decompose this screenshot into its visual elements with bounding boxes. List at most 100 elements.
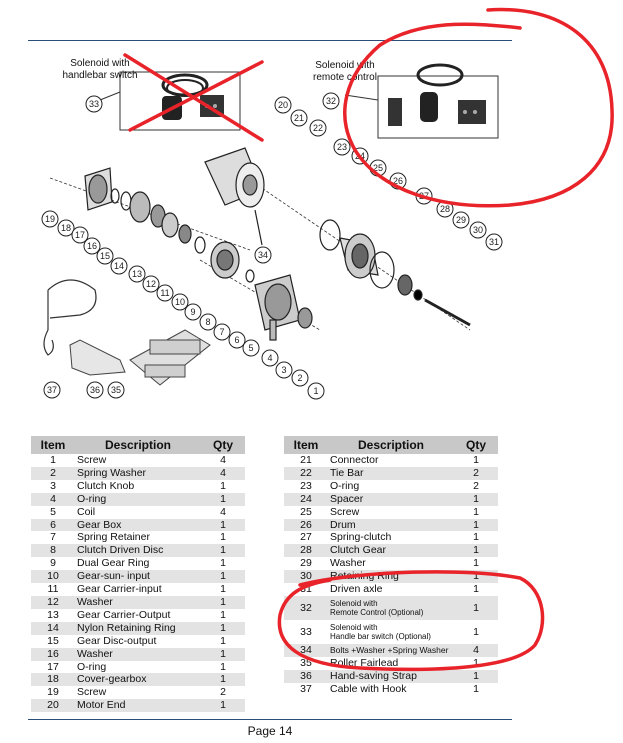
cell-item: 17: [47, 660, 59, 673]
svg-text:34: 34: [258, 250, 268, 260]
cell-qty: 1: [201, 570, 245, 584]
cell-qty: 4: [220, 454, 226, 466]
cell-description: Motor End: [75, 699, 201, 713]
svg-text:22: 22: [313, 123, 323, 133]
hand-saving-strap: [69, 339, 126, 376]
cell-qty: 1: [220, 608, 226, 621]
cell-description: Dual Gear Ring: [77, 557, 150, 570]
gearbox-end-parts: [84, 167, 255, 283]
cell-item: 37: [300, 682, 312, 695]
header-description: Description: [328, 436, 454, 454]
callout-label-handlebar-text: Solenoid with handlebar switch: [62, 58, 138, 81]
part-number-8: 8: [199, 313, 217, 331]
part-number-30: 30: [469, 221, 487, 239]
bottom-rule: [28, 719, 512, 720]
cell-qty: 1: [201, 647, 245, 661]
header-item: Item: [284, 436, 328, 454]
cell-item: 24: [284, 492, 328, 506]
cell-qty: 1: [220, 583, 226, 596]
cell-item: 28: [284, 544, 328, 558]
cell-item: 6: [31, 518, 75, 532]
svg-text:5: 5: [248, 343, 253, 353]
cell-item: 27: [300, 531, 312, 544]
cell-qty: 2: [454, 466, 498, 480]
svg-text:14: 14: [114, 261, 124, 271]
cell-qty: 1: [473, 531, 479, 544]
svg-text:32: 32: [326, 96, 336, 106]
cell-description: Spring Retainer: [77, 531, 150, 544]
callout-label-handlebar: Solenoid with handlebar switch: [40, 58, 160, 82]
cell-item: 4: [31, 492, 75, 506]
cell-item: 31: [300, 583, 312, 596]
cell-qty: 2: [220, 686, 226, 699]
cell-description: Washer: [75, 595, 201, 609]
cell-item: 8: [31, 544, 75, 558]
cell-qty: 1: [201, 673, 245, 687]
part-number-2: 2: [291, 369, 309, 387]
svg-text:13: 13: [132, 269, 142, 279]
cell-item: 18: [31, 673, 75, 687]
part-number-32: 32: [322, 92, 340, 110]
cell-qty: 2: [473, 479, 479, 492]
cell-description: Clutch Knob: [77, 479, 135, 492]
header-item: Item: [31, 436, 75, 454]
header-description: Description: [75, 436, 201, 454]
cell-description: Roller Fairlead: [330, 656, 399, 669]
cell-item: 36: [284, 669, 328, 683]
cell-item: 30: [284, 570, 328, 584]
callout-label-remote: Solenoid with remote control: [290, 60, 400, 84]
cell-qty: 1: [454, 595, 498, 620]
cell-description: Connector: [330, 454, 379, 466]
part-number-21: 21: [290, 109, 308, 127]
cell-description: Spacer: [328, 492, 454, 506]
svg-text:4: 4: [267, 353, 272, 363]
part-number-12: 12: [142, 275, 160, 293]
part-number-6: 6: [228, 331, 246, 349]
cell-qty: 1: [201, 492, 245, 506]
part-number-31: 31: [485, 233, 503, 251]
cell-qty: 1: [201, 518, 245, 532]
table-header-row: Item Description Qty: [31, 436, 245, 454]
drum: [319, 219, 395, 289]
svg-text:31: 31: [489, 237, 499, 247]
part-number-11: 11: [156, 284, 174, 302]
cell-item: 11: [47, 583, 59, 596]
clutch-gear-and-axle: [397, 274, 471, 327]
cell-item: 35: [300, 656, 312, 669]
part-number-3: 3: [275, 361, 293, 379]
svg-text:18: 18: [61, 223, 71, 233]
cell-item: 29: [300, 557, 312, 570]
part-number-5: 5: [242, 339, 260, 357]
page-number: Page 14: [247, 724, 293, 738]
svg-text:29: 29: [456, 215, 466, 225]
cell-qty: 1: [454, 669, 498, 683]
cell-description: Tie Bar: [328, 466, 454, 480]
cell-qty: 1: [454, 544, 498, 558]
cell-qty: 1: [220, 479, 226, 492]
part-number-28: 28: [436, 200, 454, 218]
cell-description: Cover-gearbox: [75, 673, 201, 687]
cell-qty: 1: [220, 557, 226, 570]
cell-description: Washer: [75, 647, 201, 661]
svg-text:24: 24: [355, 151, 365, 161]
cell-description: Coil: [77, 505, 96, 518]
part-number-29: 29: [452, 211, 470, 229]
cell-qty: 1: [473, 625, 479, 638]
svg-text:27: 27: [419, 191, 429, 201]
cell-qty: 1: [220, 634, 226, 647]
part-number-17: 17: [71, 226, 89, 244]
svg-text:28: 28: [440, 204, 450, 214]
cell-qty: 1: [473, 505, 479, 518]
part-number-19: 19: [41, 210, 59, 228]
part-number-15: 15: [96, 247, 114, 265]
svg-text:21: 21: [294, 113, 304, 123]
